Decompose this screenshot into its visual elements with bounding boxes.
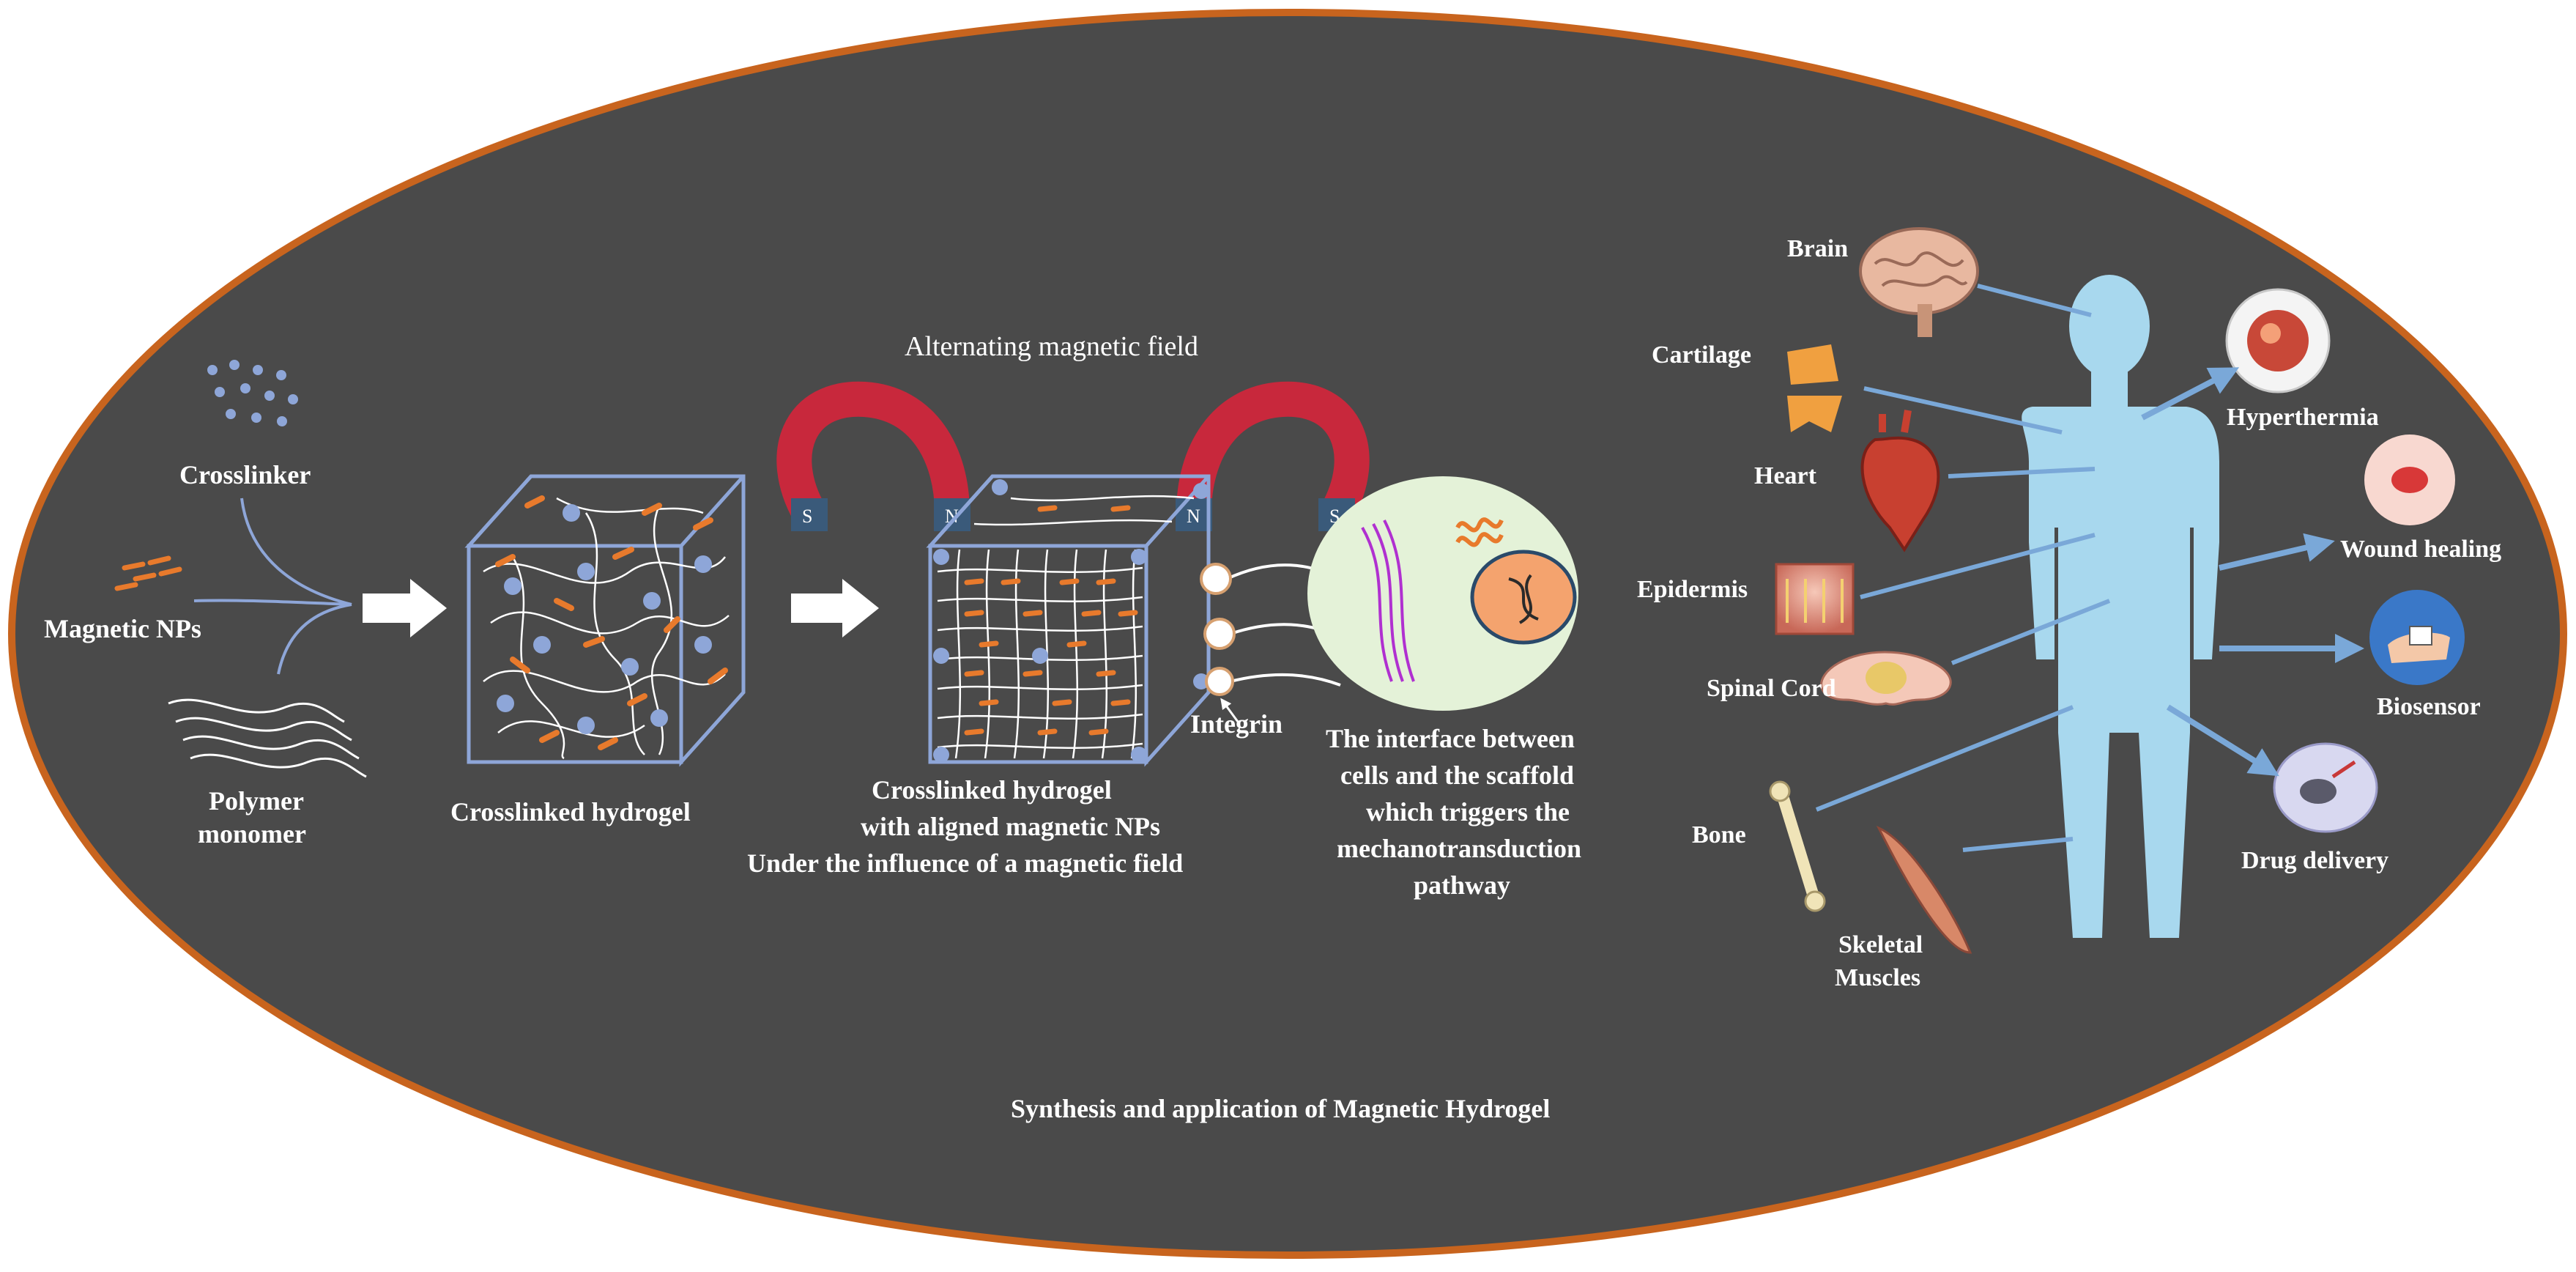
interface-line1: The interface between (1326, 724, 1575, 753)
drug-delivery-icon (2273, 742, 2378, 833)
aligned-hydrogel-cube (926, 474, 1211, 767)
crosslinker-dots (207, 360, 298, 426)
hydrogel-cube (464, 474, 746, 767)
app-wound-healing-label: Wound healing (2340, 536, 2501, 563)
app-drug-delivery-label: Drug delivery (2241, 847, 2388, 874)
cell (1307, 476, 1578, 711)
brain-icon (1859, 227, 1979, 337)
tissue-skeletal-line2: Muscles (1835, 964, 1920, 991)
tissue-skeletal-line1: Skeletal (1838, 931, 1923, 958)
magnet-left: N S (776, 381, 970, 531)
polymer-label-line1: Polymer (209, 786, 304, 816)
application-arrows (2141, 367, 2364, 777)
crosslinker-label: Crosslinker (179, 460, 311, 489)
heart-icon (1860, 410, 1940, 552)
interface-line3: which triggers the (1366, 797, 1570, 827)
aligned-label-line3: Under the influence of a magnetic field (747, 848, 1183, 878)
field-label: Alternating magnetic field (905, 331, 1198, 362)
interface-line4: mechanotransduction (1337, 834, 1581, 863)
process-arrow-2 (791, 579, 879, 637)
magnet-left-pole-n: N (945, 506, 959, 527)
magnetic-nps-label: Magnetic NPs (44, 614, 201, 643)
app-biosensor-label: Biosensor (2377, 693, 2481, 720)
muscle-icon (1876, 825, 1972, 954)
tissue-spinal-cord-label: Spinal Cord (1707, 675, 1836, 702)
process-arrow-1 (363, 579, 447, 637)
tissue-brain-label: Brain (1787, 235, 1848, 262)
integrin-label: Integrin (1190, 709, 1283, 739)
magnetic-np-dashes (114, 555, 182, 591)
tissue-pointer-lines (1815, 284, 2111, 852)
bone-icon (1769, 780, 1826, 912)
cartilage-icon (1787, 344, 1842, 432)
converging-lines (193, 498, 352, 675)
hyperthermia-icon (2225, 288, 2331, 393)
epidermis-icon (1775, 563, 1855, 635)
tissue-epidermis-label: Epidermis (1637, 576, 1748, 603)
hydrogel-label: Crosslinked hydrogel (450, 797, 691, 827)
aligned-label-line2: with aligned magnetic NPs (861, 812, 1160, 841)
tissue-heart-label: Heart (1754, 462, 1817, 489)
interface-line5: pathway (1414, 870, 1510, 900)
diagram-caption: Synthesis and application of Magnetic Hy… (1011, 1094, 1550, 1123)
app-hyperthermia-label: Hyperthermia (2227, 404, 2379, 431)
tissue-bone-label: Bone (1692, 821, 1746, 848)
interface-line2: cells and the scaffold (1340, 761, 1574, 790)
magnet-left-pole-s: S (802, 506, 812, 527)
aligned-label-line1: Crosslinked hydrogel (872, 775, 1112, 805)
spinal-cord-icon (1820, 651, 1952, 706)
polymer-squiggles (168, 698, 367, 778)
magnet-right-pole-n: N (1187, 506, 1200, 527)
wound-healing-icon (2364, 435, 2455, 525)
biosensor-icon (2369, 590, 2465, 685)
polymer-label-line2: monomer (198, 819, 306, 848)
tissue-cartilage-label: Cartilage (1652, 341, 1751, 369)
